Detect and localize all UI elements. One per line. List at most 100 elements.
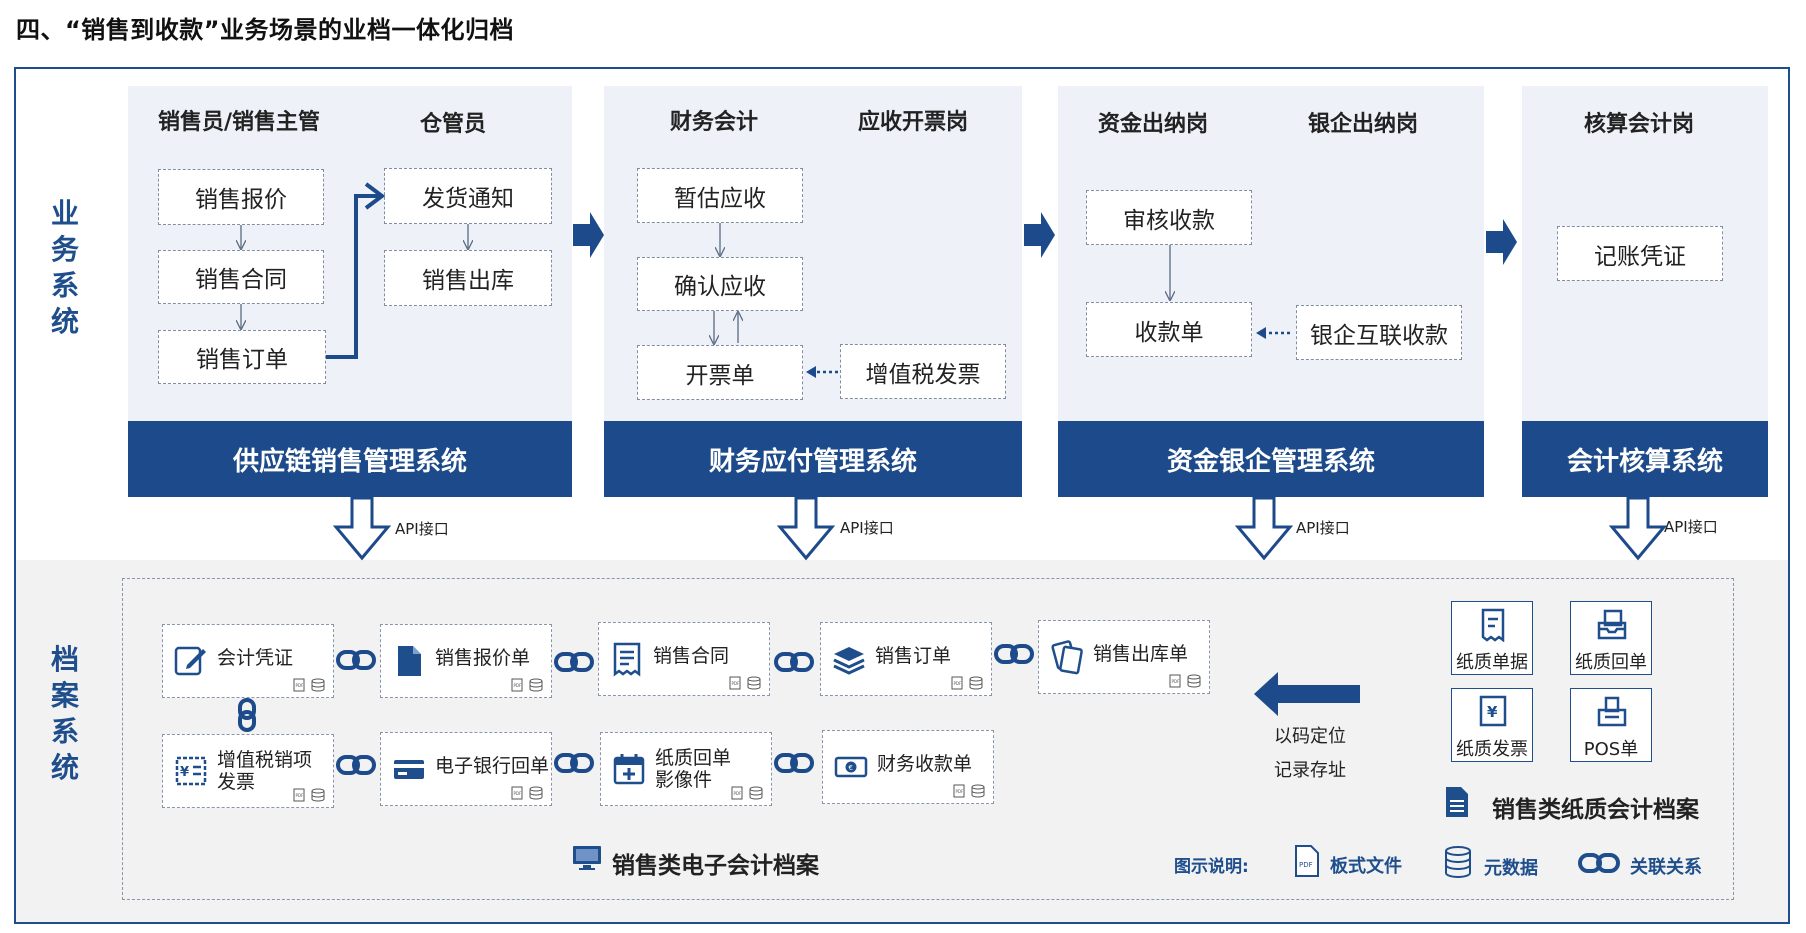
api-down-arrow <box>776 496 836 561</box>
legend-pdf-label: 板式文件 <box>1330 856 1402 877</box>
card-icon <box>394 760 424 779</box>
svg-text:¥: ¥ <box>180 765 189 780</box>
paper-card-label: POS单 <box>1583 739 1639 760</box>
locate-text-line1: 以码定位 <box>1274 726 1346 747</box>
pdf-meta-icon: PDF <box>731 786 763 800</box>
legend-meta-label: 元数据 <box>1484 858 1538 879</box>
pdf-meta-icon: PDF <box>511 678 543 692</box>
business-section-label: 业务系统 <box>50 197 79 338</box>
flow-box-estimated-receivable: 暂估应收 <box>637 168 803 223</box>
flow-box-confirm-receivable: 确认应收 <box>637 257 803 311</box>
role-label: 资金出纳岗 <box>1098 112 1209 137</box>
panel-treasury <box>1058 86 1484 421</box>
pdf-file-icon: PDF <box>1295 845 1319 877</box>
locate-text-line2: 记录存址 <box>1274 760 1346 781</box>
role-label: 应收开票岗 <box>858 110 969 135</box>
layers-icon <box>833 647 865 675</box>
receipt-icon <box>613 642 641 677</box>
paper-card-paper-invoice: ¥ 纸质发票 <box>1451 688 1533 762</box>
pos-printer-icon <box>1597 696 1627 727</box>
e-archive-card-finance-receipt: € 财务收款单 PDF <box>822 730 994 804</box>
pdf-meta-icon: PDF <box>293 678 325 692</box>
card-label: 纸质回单影像件 <box>655 747 732 791</box>
paper-card-paper-document: 纸质单据 <box>1451 601 1533 675</box>
chain-link-icon <box>238 644 1034 775</box>
yen-invoice-icon: ¥ <box>1479 695 1507 727</box>
edit-icon <box>174 646 206 676</box>
block-arrow <box>573 212 604 258</box>
paper-card-pos-slip: POS单 <box>1570 688 1652 762</box>
svg-text:PDF: PDF <box>954 681 962 686</box>
card-label: 销售报价单 <box>435 647 531 669</box>
api-down-arrow <box>332 496 392 561</box>
card-label: 增值税销项发票 <box>217 749 313 793</box>
e-archive-card-sales-contract: 销售合同 PDF <box>598 622 770 696</box>
paper-card-label: 纸质单据 <box>1456 652 1528 673</box>
role-label: 仓管员 <box>420 112 487 137</box>
flow-box-sales-contract: 销售合同 <box>158 250 324 304</box>
tax-invoice-icon: ¥ <box>175 756 207 786</box>
api-down-arrow <box>1608 496 1668 561</box>
svg-text:PDF: PDF <box>734 791 742 796</box>
system-bar-supply-chain: 供应链销售管理系统 <box>128 421 572 497</box>
api-label: API接口 <box>840 519 894 537</box>
card-label: 销售出库单 <box>1093 643 1189 665</box>
role-label: 核算会计岗 <box>1584 112 1695 137</box>
system-bar-accounting: 会计核算系统 <box>1522 421 1768 497</box>
page-title: 四、“销售到收款”业务场景的业档一体化归档 <box>16 16 515 44</box>
svg-text:PDF: PDF <box>1172 679 1180 684</box>
archive-dashed-area <box>122 578 1734 900</box>
electronic-archive-caption: 销售类电子会计档案 <box>612 853 819 879</box>
locate-arrow <box>1254 672 1360 716</box>
legend-title: 图示说明: <box>1174 857 1249 877</box>
system-bar-finance: 财务应付管理系统 <box>604 421 1022 497</box>
role-label: 银企出纳岗 <box>1308 112 1419 137</box>
legend-link-label: 关联关系 <box>1630 857 1702 878</box>
role-label: 财务会计 <box>670 110 759 135</box>
pdf-meta-icon: PDF <box>511 786 543 800</box>
e-archive-card-paper-receipt-image: 纸质回单影像件 PDF <box>600 732 772 806</box>
paper-card-paper-bank-receipt: 纸质回单 <box>1570 601 1652 675</box>
system-bar-treasury: 资金银企管理系统 <box>1058 421 1484 497</box>
card-label: 销售合同 <box>653 645 730 667</box>
e-archive-card-sales-quote: 销售报价单 PDF <box>380 624 552 698</box>
database-icon <box>1445 846 1471 878</box>
flow-box-invoice-order: 开票单 <box>637 345 803 400</box>
paper-card-label: 纸质发票 <box>1456 739 1528 760</box>
pdf-meta-icon: PDF <box>729 676 761 690</box>
paper-tray-icon <box>1597 609 1627 640</box>
flow-arrow-bold <box>326 194 380 359</box>
archive-section-label: 档案系统 <box>50 643 79 784</box>
flow-box-bank-link-receipt: 银企互联收款 <box>1296 305 1462 360</box>
card-label: 销售订单 <box>875 645 952 667</box>
link-icon <box>1578 853 1620 873</box>
card-label: 电子银行回单 <box>435 755 550 777</box>
flow-box-vat-invoice: 增值税发票 <box>840 344 1006 399</box>
svg-text:PDF: PDF <box>956 789 964 794</box>
block-arrow <box>1486 219 1517 265</box>
flow-box-sales-outbound: 销售出库 <box>384 250 552 306</box>
e-archive-card-accounting-voucher: 会计凭证 PDF <box>162 624 334 698</box>
pdf-meta-icon: PDF <box>951 676 983 690</box>
pdf-meta-icon: PDF <box>1169 674 1201 688</box>
flow-box-receipt-voucher: 收款单 <box>1086 302 1252 357</box>
pdf-meta-icon: PDF <box>953 784 985 798</box>
pdf-meta-icon: PDF <box>293 788 325 802</box>
svg-text:PDF: PDF <box>514 683 522 688</box>
api-label: API接口 <box>1296 519 1350 537</box>
svg-text:PDF: PDF <box>514 791 522 796</box>
svg-text:PDF: PDF <box>1299 861 1313 869</box>
api-down-arrow <box>1234 496 1294 561</box>
api-label: API接口 <box>395 520 449 538</box>
svg-text:PDF: PDF <box>296 683 304 688</box>
flow-box-accounting-voucher: 记账凭证 <box>1557 226 1723 281</box>
papers-icon <box>1051 640 1083 675</box>
role-label: 销售员/销售主管 <box>158 110 321 135</box>
e-archive-card-vat-output-invoice: ¥ 增值税销项发票 PDF <box>162 734 334 808</box>
block-arrow <box>1024 212 1055 258</box>
svg-text:¥: ¥ <box>1487 703 1498 721</box>
svg-text:PDF: PDF <box>732 681 740 686</box>
paper-card-label: 纸质回单 <box>1575 652 1647 673</box>
flow-box-review-receipt: 审核收款 <box>1086 190 1252 245</box>
